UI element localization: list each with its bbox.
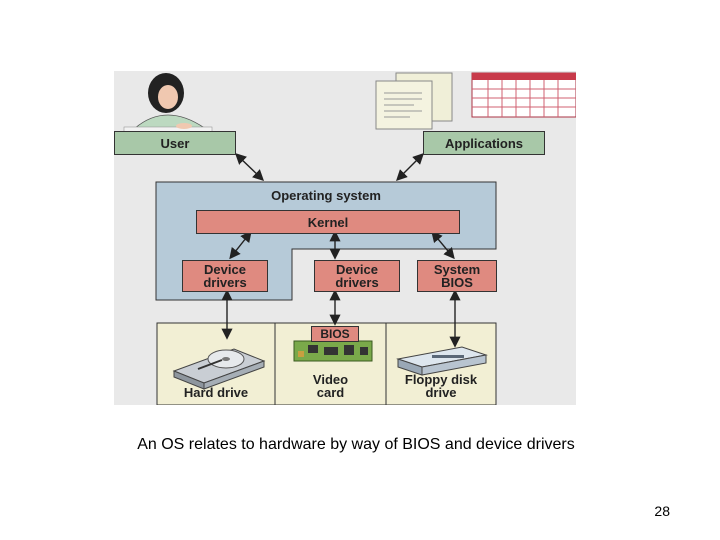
arrow-user-os	[234, 153, 265, 181]
device-drivers-box-1: Device drivers	[182, 260, 268, 292]
applications-box: Applications	[423, 131, 545, 155]
device-drivers-label-1: Device drivers	[203, 262, 247, 290]
hard-drive-label: Hard drive	[183, 384, 249, 400]
slide-caption: An OS relates to hardware by way of BIOS…	[137, 436, 575, 453]
user-illustration	[123, 73, 213, 134]
applications-label: Applications	[444, 135, 523, 151]
arrow-kernel-drivers1	[229, 230, 252, 260]
hard-drive-icon	[172, 348, 266, 390]
device-drivers-label-2: Device drivers	[335, 262, 379, 290]
device-drivers-box-2: Device drivers	[314, 260, 400, 292]
page-number: 28	[654, 503, 670, 519]
kernel-label: Kernel	[307, 214, 349, 230]
bios-chip: BIOS	[311, 326, 359, 342]
user-box: User	[114, 131, 236, 155]
spreadsheet-icon	[471, 72, 576, 118]
hard-drive-caption: Hard drive	[157, 384, 275, 400]
floppy-drive-icon	[396, 346, 488, 376]
system-bios-label: System BIOS	[433, 262, 481, 290]
arrow-kernel-bios	[431, 230, 455, 260]
user-label: User	[160, 135, 190, 151]
arrow-applications-os	[396, 153, 424, 181]
document-icon	[375, 72, 453, 130]
floppy-label: Floppy disk drive	[404, 372, 478, 400]
os-title: Operating system	[156, 187, 496, 203]
video-card-icon	[293, 340, 373, 362]
os-hardware-diagram: User Applications Operating system Kerne…	[114, 71, 576, 405]
video-card-label: Video card	[312, 372, 349, 400]
diagram-graphics	[123, 72, 576, 405]
video-card-caption: Video card	[275, 371, 386, 401]
os-label: Operating system	[271, 187, 381, 203]
floppy-caption: Floppy disk drive	[386, 371, 496, 401]
bios-chip-label: BIOS	[320, 326, 350, 341]
system-bios-box: System BIOS	[417, 260, 497, 292]
kernel-box: Kernel	[196, 210, 460, 234]
